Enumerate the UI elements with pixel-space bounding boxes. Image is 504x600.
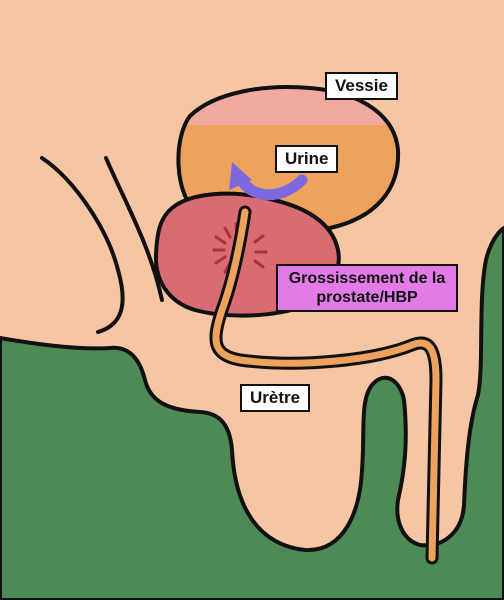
urethra-label: Urètre: [240, 384, 311, 412]
urine-label: Urine: [275, 145, 339, 173]
leg-fold-line: [40, 156, 125, 334]
background-region: [0, 226, 504, 600]
leg-fold-line: [104, 156, 164, 302]
urethra: [209, 205, 443, 565]
prostate-enlargement-label: Grossissement de la prostate/HBP: [276, 264, 458, 312]
curved-arrow-icon: [229, 162, 308, 201]
bladder-label: Vessie: [325, 72, 398, 100]
